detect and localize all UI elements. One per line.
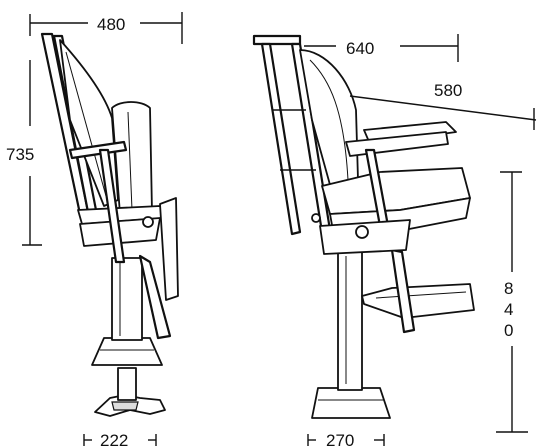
side-view-dimension-lines [22, 12, 183, 446]
front-depth-label: 580 [434, 81, 462, 100]
side-view-chair [40, 32, 179, 417]
side-width-label: 480 [97, 15, 125, 34]
front-view-chair [252, 34, 475, 419]
front-view-dimension-lines [304, 34, 537, 446]
front-height-digit-1: 8 [504, 279, 513, 298]
front-height-digit-2: 4 [504, 300, 513, 319]
side-height-label: 735 [6, 145, 34, 164]
front-width-label: 640 [346, 39, 374, 58]
front-height-digit-3: 0 [504, 321, 513, 340]
front-base-label: 270 [326, 431, 354, 448]
side-base-label: 222 [100, 431, 128, 448]
